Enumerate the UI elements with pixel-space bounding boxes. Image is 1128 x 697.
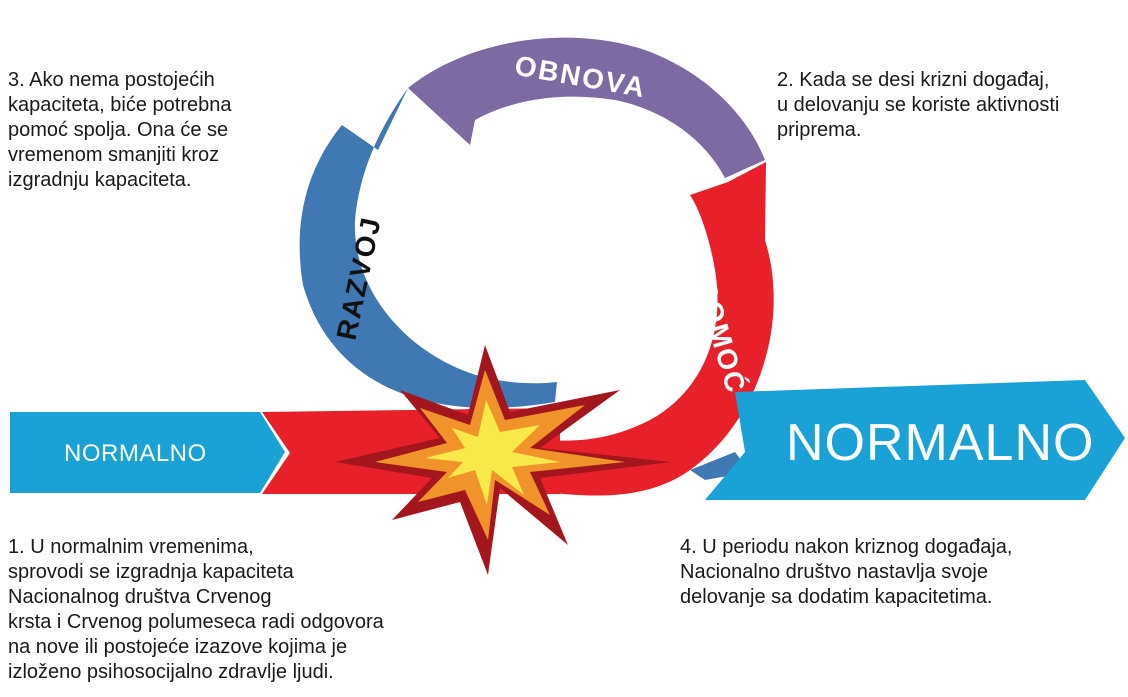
note-line: priprema. <box>777 119 862 141</box>
note-line: 1. U normalnim vremenima, <box>8 536 254 558</box>
note-step-2: 2. Kada se desi krizni događaj, u delova… <box>777 68 1059 143</box>
note-line: Nacionalnog društva Crvenog <box>8 586 272 608</box>
pomoc-segment <box>545 162 774 496</box>
normal-label-right: NORMALNO <box>786 414 1095 472</box>
razvoj-segment <box>299 88 557 408</box>
note-line: krsta i Crvenog polumeseca radi odgovora <box>8 611 384 633</box>
note-line: 4. U periodu nakon kriznog događaja, <box>680 536 1013 558</box>
note-line: izgradnju kapaciteta. <box>8 169 192 191</box>
note-step-4: 4. U periodu nakon kriznog događaja, Nac… <box>680 535 1012 610</box>
note-line: kapaciteta, biće potrebna <box>8 94 232 116</box>
note-step-1: 1. U normalnim vremenima, sprovodi se iz… <box>8 535 384 685</box>
normal-label-left: NORMALNO <box>64 440 207 467</box>
note-line: sprovodi se izgradnja kapaciteta <box>8 561 294 583</box>
note-step-3: 3. Ako nema postojećih kapaciteta, biće … <box>8 68 232 193</box>
note-line: u delovanju se koriste aktivnosti <box>777 94 1060 116</box>
note-line: izloženo psihosocijalno zdravlje ljudi. <box>8 661 334 683</box>
note-line: Nacionalno društvo nastavlja svoje <box>680 561 988 583</box>
note-line: 3. Ako nema postojećih <box>8 69 215 91</box>
normal-arrow-right <box>705 380 1125 500</box>
normal-arrow-left <box>10 412 285 493</box>
explosion-inner <box>425 400 560 505</box>
note-line: pomoć spolja. Ona će se <box>8 119 229 141</box>
note-line: vremenom smanjiti kroz <box>8 144 220 166</box>
obnova-segment <box>408 37 765 179</box>
note-line: delovanje sa dodatim kapacitetima. <box>680 586 993 608</box>
note-line: na nove ili postojeće izazove kojima je <box>8 636 348 658</box>
note-line: 2. Kada se desi krizni događaj, <box>777 69 1050 91</box>
